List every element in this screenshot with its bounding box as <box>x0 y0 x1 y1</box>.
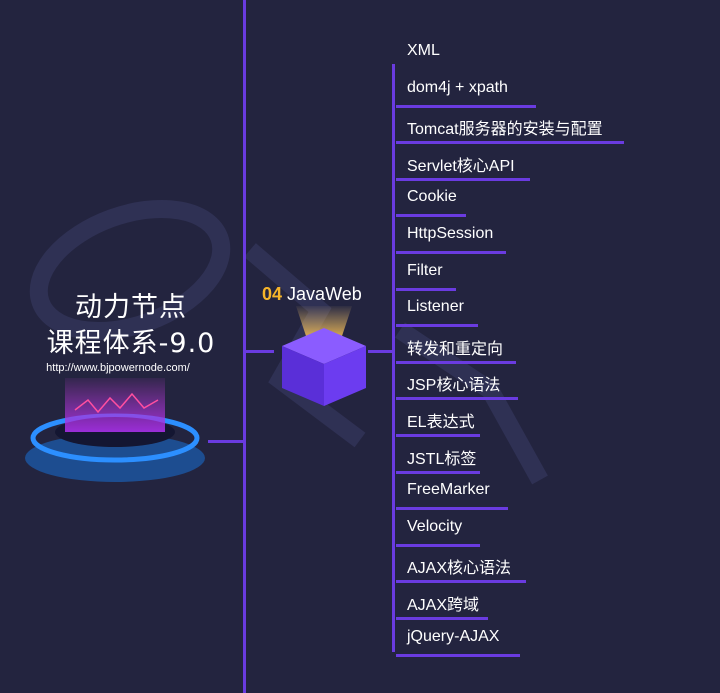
brand-platform-graphic <box>25 378 205 482</box>
topic-underline <box>396 324 478 328</box>
brand-connector <box>208 440 244 443</box>
topic-underline <box>396 141 624 145</box>
branch-spine <box>392 64 395 652</box>
topic-label: Velocity <box>407 517 463 535</box>
topic-label: AJAX核心语法 <box>407 560 512 578</box>
brand-url: http://www.bjpowernode.com/ <box>46 362 190 374</box>
center-node-number: 04 <box>262 284 283 304</box>
topic-underline <box>396 543 480 547</box>
topic-underline <box>396 580 526 584</box>
topic-label: Tomcat服务器的安装与配置 <box>407 121 603 139</box>
topic-label: AJAX跨域 <box>407 597 480 614</box>
topic-label: FreeMarker <box>407 481 490 499</box>
topic-label: HttpSession <box>407 225 494 242</box>
brand-title-line1: 动力节点 <box>75 292 187 323</box>
topic-underline <box>396 214 466 218</box>
brand-title-line2: 课程体系-9.0 <box>46 328 216 359</box>
topic-underline <box>396 104 536 108</box>
topic-label: Cookie <box>407 188 457 206</box>
topic-underline <box>396 397 518 401</box>
topic-label: jQuery-AJAX <box>407 627 500 645</box>
cube-connector <box>368 350 394 353</box>
topic-underline <box>396 287 456 291</box>
topic-underline <box>396 653 520 657</box>
topic-label: XML <box>407 42 440 59</box>
topic-underline <box>396 360 516 364</box>
topic-label: JSTL标签 <box>407 450 477 468</box>
brand-title: 动力节点 课程体系-9.0 <box>26 290 236 362</box>
topic-underline <box>396 617 488 620</box>
topic-label: Servlet核心API <box>407 157 515 175</box>
center-node-title: JavaWeb <box>287 284 362 304</box>
topic-underline <box>396 434 480 437</box>
cube-icon <box>282 306 366 406</box>
center-node-label: 04 JavaWeb <box>262 284 362 305</box>
topic-underline <box>396 251 506 254</box>
topic-label: 转发和重定向 <box>407 340 504 358</box>
topic-underline <box>396 470 480 474</box>
topic-label: Listener <box>407 298 464 316</box>
trunk-line <box>243 0 246 693</box>
topic-underline <box>396 177 530 181</box>
topic-label: dom4j + xpath <box>407 78 508 96</box>
topic-label: EL表达式 <box>407 414 475 431</box>
topic-underline <box>396 507 508 511</box>
trunk-connector <box>244 350 274 353</box>
topic-label: JSP核心语法 <box>407 377 501 395</box>
topic-label: Filter <box>407 261 443 279</box>
